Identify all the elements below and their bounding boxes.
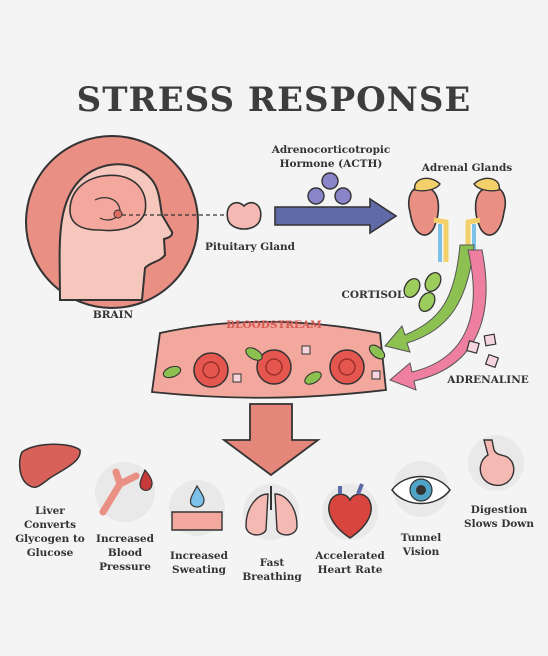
page-title: STRESS RESPONSE <box>76 80 472 120</box>
adrenaline-arrow <box>389 249 487 391</box>
stomach-icon <box>468 435 524 491</box>
effect-label-liver: Liver Converts Glycogen to Glucose <box>15 505 85 559</box>
big-down-arrow <box>221 403 321 477</box>
bloodstream-vessel <box>150 320 387 399</box>
sweat-drop-icon <box>169 480 225 536</box>
bloodstream-label: BLOODSTREAM <box>226 319 322 331</box>
brain-head-illustration <box>25 135 225 309</box>
cortisol-molecules-icon <box>403 272 442 312</box>
eye-icon <box>391 461 451 517</box>
blood-vessel-icon <box>95 462 155 522</box>
brain-label: BRAIN <box>92 309 134 321</box>
adrenaline-cubes-icon <box>466 333 500 369</box>
adrenaline-label: ADRENALINE <box>447 374 529 386</box>
acth-label: Adrenocorticotropic Hormone (ACTH) <box>271 144 391 170</box>
pituitary-gland-label: Pituitary Gland <box>204 241 296 253</box>
cortisol-label: CORTISOL <box>341 289 405 301</box>
effect-label-blood-pressure: Increased Blood Pressure <box>96 533 154 573</box>
acth-molecules-icon <box>307 172 352 205</box>
liver-icon <box>18 443 81 489</box>
effect-label-heart-rate: Accelerated Heart Rate <box>315 550 385 576</box>
acth-arrow <box>274 197 398 235</box>
pituitary-gland-icon <box>226 201 262 230</box>
adrenal-glands-label: Adrenal Glands <box>421 162 513 174</box>
effect-label-digestion: Digestion Slows Down <box>464 504 534 530</box>
heart-icon <box>322 483 378 540</box>
cortisol-arrow <box>384 244 475 353</box>
lungs-icon <box>243 484 299 540</box>
effect-label-tunnel-vision: Tunnel Vision <box>400 532 442 558</box>
adrenal-glands-icon <box>407 177 507 262</box>
effect-label-sweating: Increased Sweating <box>170 550 228 576</box>
effect-label-breathing: Fast Breathing <box>242 557 302 583</box>
